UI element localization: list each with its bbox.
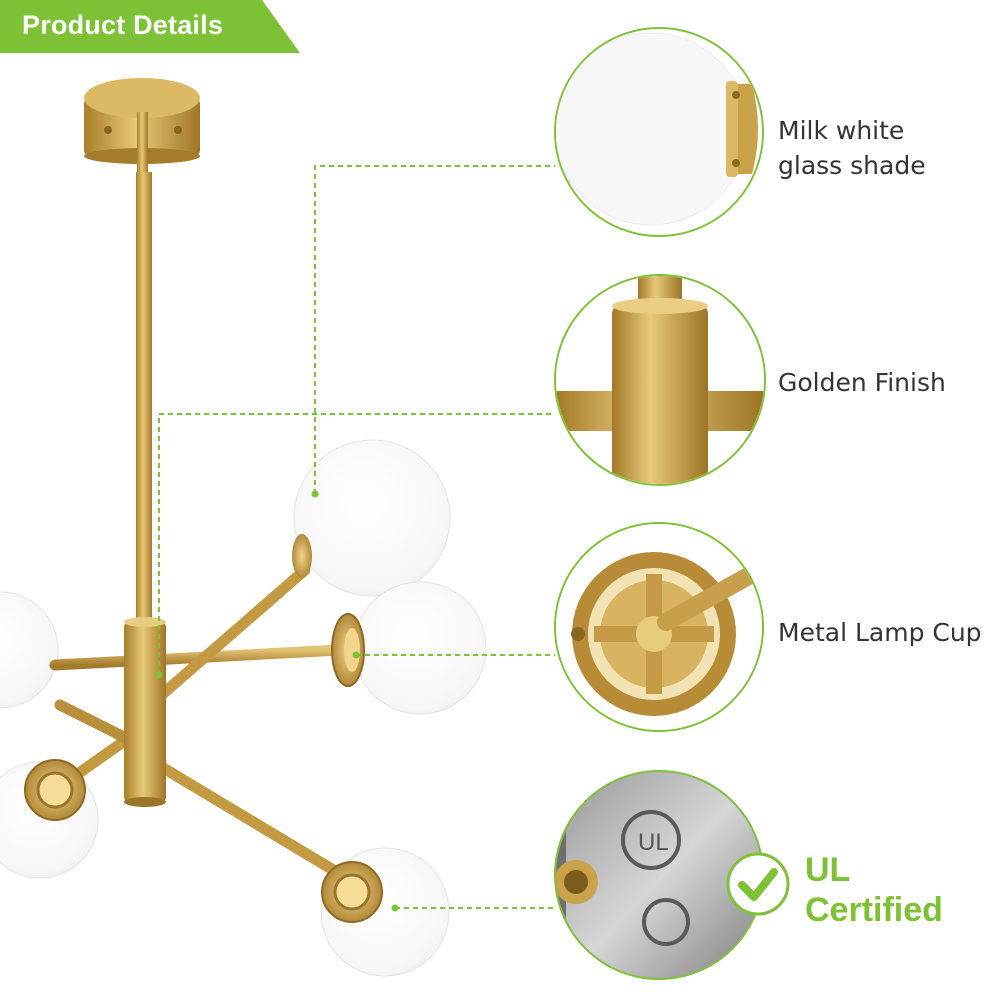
ul-certified-line1: UL <box>805 851 851 889</box>
central-body <box>124 617 166 807</box>
ul-stamp-text: UL <box>638 829 669 856</box>
globe-shade <box>293 439 451 597</box>
lamp-cup-label: Metal Lamp Cup <box>778 618 982 647</box>
ul-certified-line2: Certified <box>805 891 943 929</box>
banner-title: Product Details <box>22 10 224 40</box>
glass-shade-detail <box>554 27 764 237</box>
callout-lines <box>158 165 555 909</box>
glass-shade-label: Milk white glass shade <box>778 113 926 183</box>
globe-shade <box>353 581 487 715</box>
ceiling-canopy <box>84 78 200 172</box>
globe-shade <box>0 591 59 709</box>
lamp-cup <box>321 861 383 923</box>
lamp-cup <box>292 534 312 578</box>
lamp-cup <box>331 613 365 687</box>
glass-shade-label-line2: glass shade <box>778 151 926 180</box>
chandelier-arms <box>49 564 356 886</box>
golden-finish-detail <box>554 274 766 486</box>
golden-finish-label: Golden Finish <box>778 368 946 397</box>
callout-dots <box>155 490 399 912</box>
down-rod <box>136 172 152 632</box>
check-icon <box>726 852 790 916</box>
product-details-banner <box>0 0 300 53</box>
glass-shade-label-line1: Milk white <box>778 116 905 145</box>
lamp-cup <box>24 759 86 821</box>
ul-certified-label: UL Certified <box>805 850 943 930</box>
lamp-cup-detail <box>554 522 764 732</box>
